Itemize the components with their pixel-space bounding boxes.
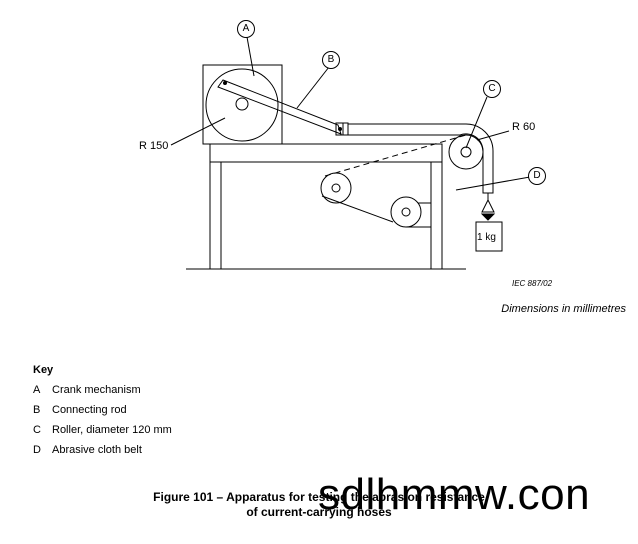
weight-label: 1 kg	[477, 232, 496, 243]
crank-pin	[223, 81, 227, 85]
belt-pulley-lower	[390, 196, 422, 228]
figure-reference: IEC 887/02	[512, 279, 553, 288]
callout-d: D	[528, 167, 546, 185]
crank-hub	[235, 97, 249, 111]
rod-coupling	[335, 122, 349, 136]
dimensions-note: Dimensions in millimetres	[501, 303, 626, 315]
key-item: D Abrasive cloth belt	[33, 444, 142, 456]
key-item: C Roller, diameter 120 mm	[33, 424, 172, 436]
watermark: sdlhmmw.con	[318, 470, 591, 519]
key-code: B	[33, 404, 41, 416]
callout-a: A	[237, 20, 255, 38]
key-text: Connecting rod	[52, 404, 127, 416]
bench-top	[209, 143, 443, 163]
key-text: Abrasive cloth belt	[52, 444, 142, 456]
radius-60-label: R 60	[512, 121, 536, 133]
key-text: Crank mechanism	[52, 384, 141, 396]
key-item: B Connecting rod	[33, 404, 127, 416]
crank-housing	[202, 64, 283, 145]
bench-leg-right	[430, 161, 443, 270]
apparatus-diagram	[170, 36, 531, 270]
weight-1kg	[475, 221, 503, 252]
key-code: D	[33, 444, 41, 456]
key-text: Roller, diameter 120 mm	[52, 424, 172, 436]
abrasive-belt	[324, 134, 467, 177]
belt-pulley-upper	[320, 172, 352, 204]
caption-line-1: Figure 101 – Apparatus for testing the a…	[153, 490, 485, 504]
roller	[448, 134, 484, 170]
crank-disc	[205, 68, 279, 142]
key-code: A	[33, 384, 41, 396]
bench-leg-left	[209, 161, 222, 270]
connecting-rod	[217, 79, 342, 135]
radius-150-label: R 150	[139, 140, 169, 152]
key-title: Key	[33, 364, 54, 376]
callout-b: B	[322, 51, 340, 69]
callout-c: C	[483, 80, 501, 98]
key-item: A Crank mechanism	[33, 384, 141, 396]
caption-line-2: of current-carrying hoses	[246, 505, 392, 519]
key-code: C	[33, 424, 41, 436]
figure-caption: Figure 101 – Apparatus for testing the a…	[0, 490, 638, 520]
